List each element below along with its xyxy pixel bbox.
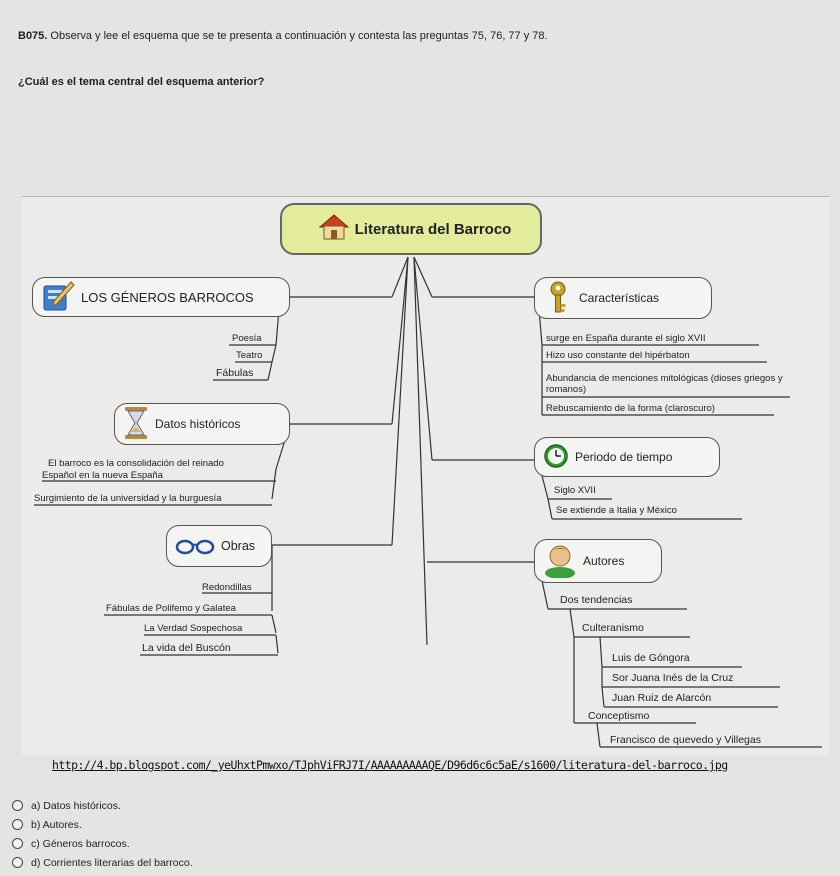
leaf-quevedo: Francisco de quevedo y Villegas: [610, 734, 761, 746]
leaf-caract-4: Rebuscamiento de la forma (claroscuro): [546, 403, 715, 414]
option-b-label: b) Autores.: [31, 818, 82, 831]
leaf-culteranismo: Culteranismo: [582, 622, 644, 634]
radio-d[interactable]: [12, 857, 23, 868]
question-text: ¿Cuál es el tema central del esquema ant…: [18, 76, 265, 88]
node-obras: Obras: [166, 525, 272, 567]
option-c[interactable]: c) Géneros barrocos.: [12, 834, 193, 853]
node-datos-historicos: Datos históricos: [114, 403, 290, 445]
option-b[interactable]: b) Autores.: [12, 815, 193, 834]
clock-icon: [543, 443, 569, 472]
radio-b[interactable]: [12, 819, 23, 830]
person-icon: [543, 542, 577, 581]
key-icon: [543, 280, 573, 317]
option-d-label: d) Corrientes literarias del barroco.: [31, 856, 193, 869]
leaf-obras-4: La vida del Buscón: [142, 642, 231, 654]
node-periodo-tiempo: Periodo de tiempo: [534, 437, 720, 477]
leaf-datos-2: Español en la nueva España: [42, 470, 163, 481]
root-node-literatura-barroco: Literatura del Barroco: [280, 203, 542, 255]
node-generos-barrocos: LOS GÉNEROS BARROCOS: [32, 277, 290, 317]
leaf-caract-2: Hizo uso constante del hipérbaton: [546, 350, 690, 361]
node-autores-label: Autores: [583, 554, 625, 568]
question-id: B075.: [18, 30, 48, 42]
leaf-ruiz-alarcon: Juan Ruiz de Alarcón: [612, 692, 712, 704]
leaf-gongora: Luis de Góngora: [612, 652, 690, 664]
leaf-sor-juana: Sor Juana Inés de la Cruz: [612, 672, 734, 684]
node-caracteristicas: Características: [534, 277, 712, 319]
node-datos-label: Datos históricos: [155, 417, 241, 431]
house-icon: [318, 213, 349, 245]
option-a-label: a) Datos históricos.: [31, 799, 121, 812]
glasses-icon: [175, 535, 215, 558]
question-instructions-text: Observa y lee el esquema que se te prese…: [50, 30, 548, 42]
leaf-conceptismo: Conceptismo: [588, 710, 650, 722]
root-label: Literatura del Barroco: [354, 220, 512, 238]
leaf-caract-1: surge en España durante el siglo XVII: [546, 333, 706, 344]
source-url-link[interactable]: http://4.bp.blogspot.com/_yeUhxtPmwxo/TJ…: [52, 758, 728, 772]
option-a[interactable]: a) Datos históricos.: [12, 796, 193, 815]
leaf-obras-3: La Verdad Sospechosa: [144, 623, 243, 634]
node-obras-label: Obras: [221, 539, 256, 553]
option-c-label: c) Géneros barrocos.: [31, 837, 130, 850]
leaf-fabulas: Fábulas: [216, 367, 254, 379]
leaf-periodo-1: Siglo XVII: [554, 485, 596, 496]
answer-options: a) Datos históricos. b) Autores. c) Géne…: [12, 796, 193, 872]
node-generos-label: LOS GÉNEROS BARROCOS: [81, 289, 254, 305]
document-pencil-icon: [41, 280, 75, 315]
question-instructions: B075. Observa y lee el esquema que se te…: [18, 30, 548, 42]
leaf-periodo-2: Se extiende a Italia y México: [556, 505, 677, 516]
leaf-obras-2: Fábulas de Polifemo y Galatea: [106, 603, 236, 614]
node-autores: Autores: [534, 539, 662, 583]
node-periodo-label: Periodo de tiempo: [575, 450, 673, 464]
leaf-datos-1: El barroco es la consolidación del reina…: [48, 458, 224, 469]
radio-c[interactable]: [12, 838, 23, 849]
leaf-teatro: Teatro: [236, 350, 263, 361]
radio-a[interactable]: [12, 800, 23, 811]
leaf-obras-1: Redondillas: [202, 582, 252, 593]
hourglass-icon: [123, 406, 149, 443]
mindmap-connectors: [34, 256, 822, 748]
mindmap-figure: Literatura del Barroco LOS GÉNEROS BARRO…: [22, 196, 830, 755]
leaf-poesia: Poesía: [232, 333, 262, 344]
node-caracteristicas-label: Características: [579, 291, 660, 305]
leaf-datos-3: Surgimiento de la universidad y la burgu…: [34, 493, 222, 504]
option-d[interactable]: d) Corrientes literarias del barroco.: [12, 853, 193, 872]
leaf-dos-tendencias: Dos tendencias: [560, 594, 633, 606]
leaf-caract-3: Abundancia de menciones mitológicas (dio…: [546, 373, 783, 395]
